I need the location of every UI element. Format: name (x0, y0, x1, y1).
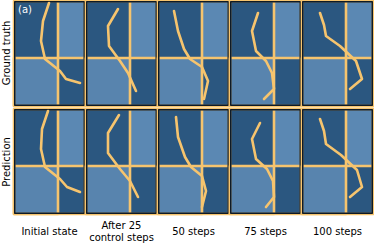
column-label: After 25 control steps (87, 220, 157, 244)
column-label: Initial state (15, 226, 85, 238)
column-label: 100 steps (303, 226, 373, 238)
column-label: 50 steps (159, 226, 229, 238)
panel-tag: (a) (18, 4, 32, 16)
row-label: Prediction (1, 137, 13, 187)
row-label: Ground truth (1, 21, 13, 86)
column-label: 75 steps (231, 226, 301, 238)
